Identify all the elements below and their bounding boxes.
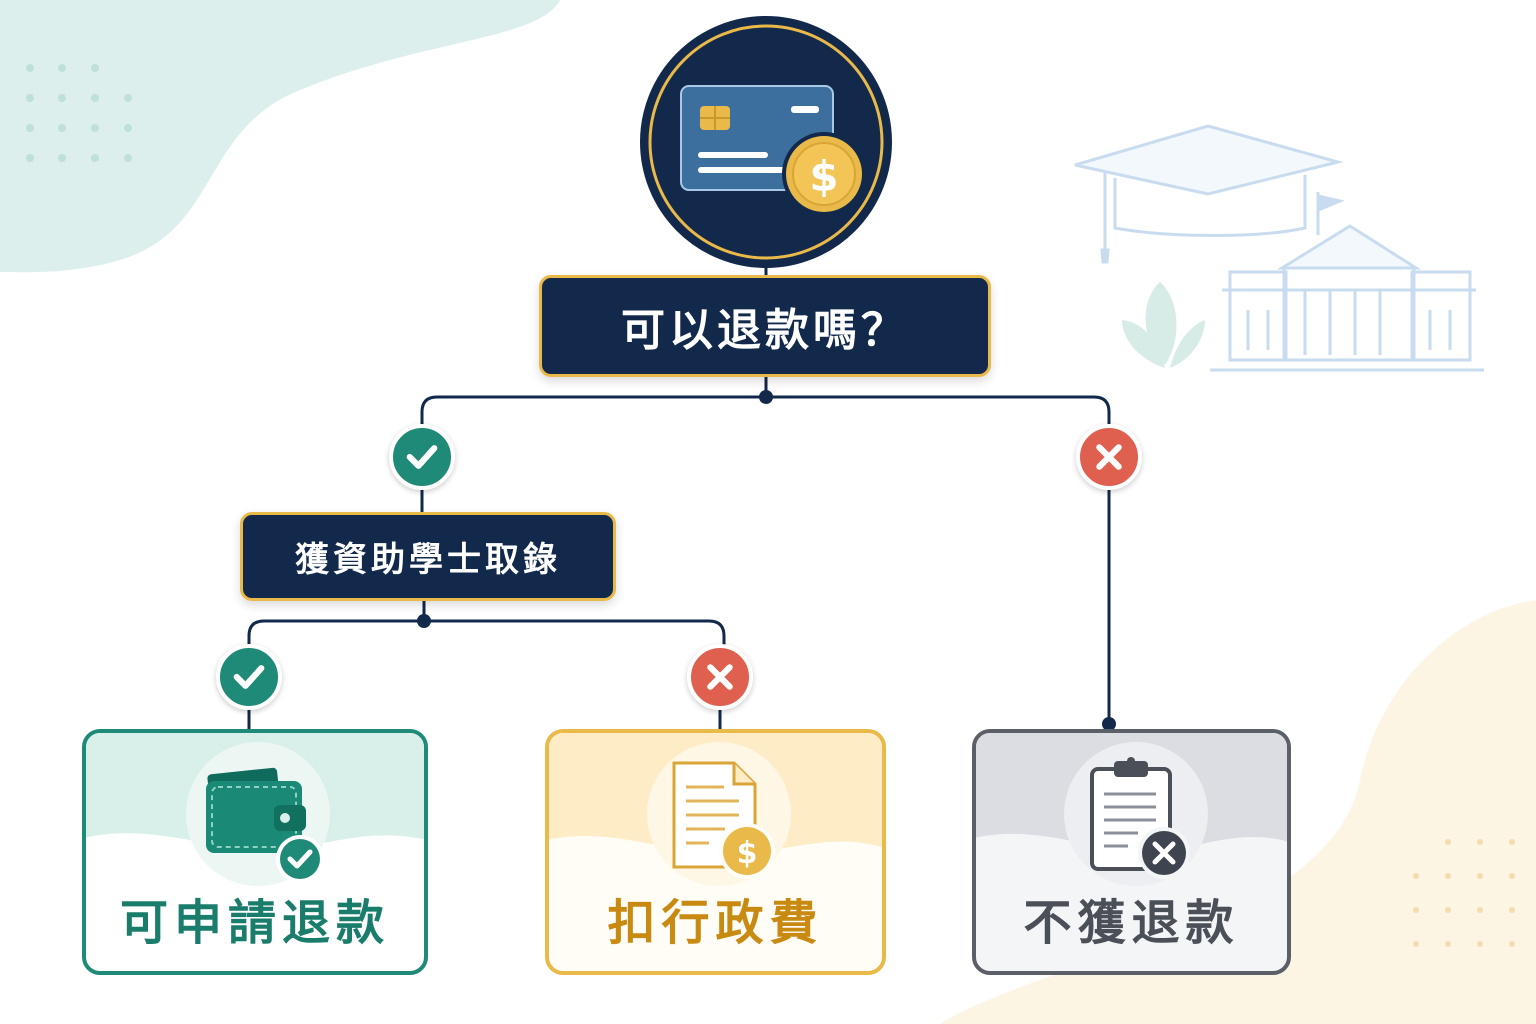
- sub-question-box: 獲資助學士取錄: [240, 512, 616, 601]
- root-question-box: 可以退款嗎？: [539, 275, 991, 377]
- outcome-refund-label: 可申請退款: [119, 895, 390, 951]
- outcome-refund-box: 可申請退款: [82, 729, 428, 975]
- close-icon: [687, 644, 753, 710]
- credit-card-dollar-icon: $: [640, 16, 892, 268]
- outcome-admin-fee-box: $ 扣行政費: [545, 729, 886, 975]
- close-icon: [1076, 424, 1142, 490]
- sub-question-label: 獲資助學士取錄: [295, 540, 561, 580]
- svg-text:$: $: [809, 152, 838, 201]
- check-icon: [389, 424, 455, 490]
- outcome-admin-fee-label: 扣行政費: [607, 895, 824, 951]
- outcome-no-refund-box: 不獲退款: [972, 729, 1291, 975]
- clipboard-x-icon: [1064, 742, 1208, 886]
- document-dollar-icon: $: [647, 742, 791, 886]
- root-question-label: 可以退款嗎？: [621, 305, 909, 356]
- graduation-cap-university-icon: [1074, 124, 1484, 372]
- svg-text:$: $: [737, 836, 758, 871]
- outcome-no-refund-label: 不獲退款: [1023, 895, 1240, 951]
- wallet-check-icon: [186, 742, 330, 886]
- check-icon: [216, 644, 282, 710]
